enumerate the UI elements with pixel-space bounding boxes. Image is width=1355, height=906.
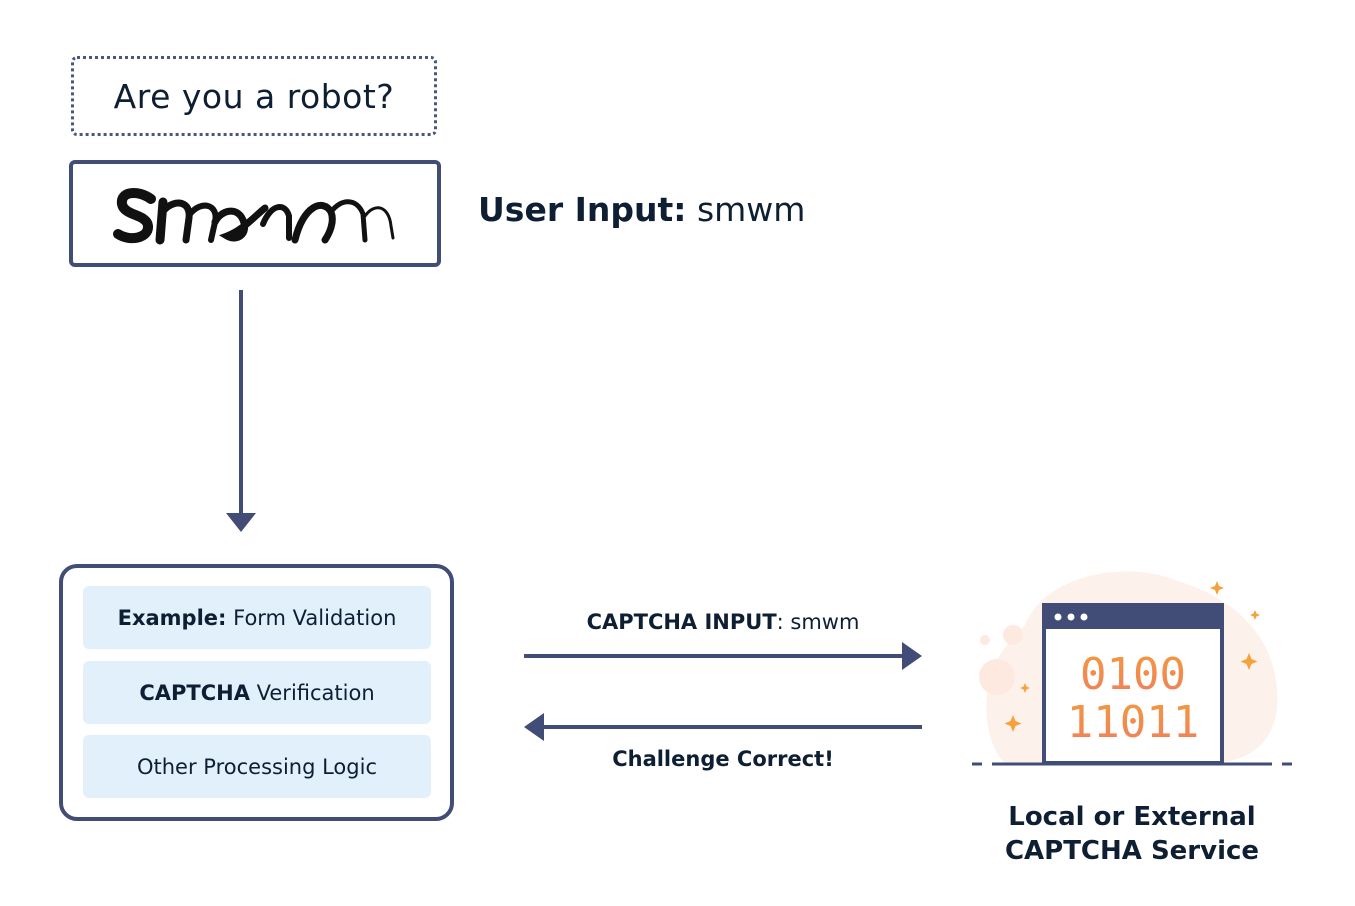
bubble [1003, 625, 1023, 645]
browser-window-icon [1042, 603, 1224, 765]
captcha-image-box [69, 160, 441, 267]
step-other-processing: Other Processing Logic [83, 735, 431, 798]
step-bold: CAPTCHA [139, 680, 250, 705]
bubble [980, 635, 990, 645]
service-label-line-1: Local or External [1008, 802, 1256, 832]
user-input-label: User Input: smwm [478, 190, 805, 229]
request-label-bold: CAPTCHA INPUT [586, 610, 777, 634]
service-label-line-2: CAPTCHA Service [1004, 836, 1260, 866]
captcha-prompt-text: Are you a robot? [113, 76, 395, 116]
request-arrow [524, 642, 922, 670]
request-label: CAPTCHA INPUT: smwm [524, 610, 922, 634]
sparkle-icons [1004, 581, 1260, 732]
step-captcha-verification: CAPTCHA Verification [83, 661, 431, 724]
captcha-service-illustration: 0100 11011 [972, 571, 1292, 766]
down-arrow [226, 290, 256, 532]
response-label: Challenge Correct! [524, 747, 922, 771]
step-label: Form Validation [233, 605, 397, 630]
user-input-title: User Input: [478, 190, 687, 229]
binary-line-1: 0100 [1080, 649, 1186, 700]
captcha-prompt: Are you a robot? [71, 56, 437, 136]
response-arrow [524, 713, 922, 741]
step-label: Other Processing Logic [136, 754, 377, 779]
bubble [979, 659, 1015, 695]
user-input-value: smwm [696, 190, 806, 229]
server-processing-box: Example: Form Validation CAPTCHA Verific… [59, 564, 454, 821]
response-label-text: Challenge Correct! [612, 747, 834, 771]
captcha-distorted-text [113, 188, 395, 245]
step-bold: Example: [117, 605, 227, 630]
step-label: Verification [256, 680, 375, 705]
captcha-service-label: Local or External CAPTCHA Service [982, 800, 1282, 868]
step-form-validation: Example: Form Validation [83, 586, 431, 649]
request-label-value: : smwm [776, 610, 860, 634]
binary-line-2: 11011 [1067, 697, 1199, 748]
